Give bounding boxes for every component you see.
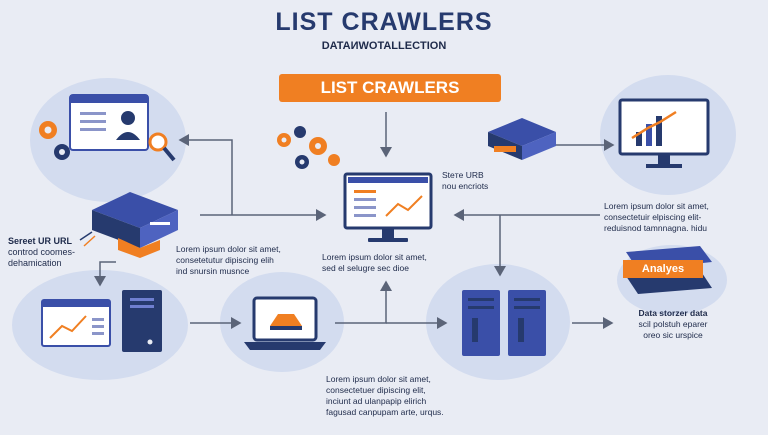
monitor-chart-icon — [343, 172, 433, 242]
right-caption-line: consectetuir elpiscing elit- — [604, 212, 702, 222]
tower-icon — [122, 290, 162, 352]
server-caption-line: Lorem ipsum dolor sit amet, — [176, 244, 281, 254]
bottom-caption: Lorem ipsum dolor sit amet, consectetuer… — [326, 374, 444, 418]
router-icon — [488, 118, 556, 160]
center-caption: Lorem ipsum dolor sit amet, sed el selug… — [322, 252, 427, 274]
right-caption-line: Lorem ipsum dolor sit amet, — [604, 201, 709, 211]
storage-caption-line: scil polstuh eparer — [638, 319, 708, 329]
storage-caption: Data storzer data scil polstuh eparer or… — [628, 308, 718, 341]
left-caption: Sereet UR URL controd coomes- dehamicati… — [8, 236, 75, 269]
left-caption-line: Sereet UR URL — [8, 236, 73, 246]
bottom-caption-line: Lorem ipsum dolor sit amet, — [326, 374, 431, 384]
right-caption: Lorem ipsum dolor sit amet, consectetuir… — [604, 201, 709, 234]
storage-caption-line: Data storzer data — [638, 308, 708, 318]
site-label: Steтe URВ nou encriots — [442, 170, 488, 192]
connector-lines — [94, 112, 615, 329]
magnifier-icon — [148, 132, 176, 162]
bottom-caption-line: fagusad canpupam arte, urqus. — [326, 407, 444, 417]
chart-monitor-icon — [618, 98, 710, 168]
right-caption-line: reduisnod tamnnagna. hidu — [604, 223, 708, 233]
page-title: LIST CRAWLERS — [275, 8, 493, 36]
server-caption-line: ind snursin musnce — [176, 266, 250, 276]
list-crawlers-banner: LIST CRAWLERS — [279, 74, 501, 102]
left-caption-line: controd coomes- — [8, 247, 76, 257]
laptop-chart-icon — [41, 299, 111, 347]
server-icon — [79, 192, 178, 258]
laptop-icon — [244, 296, 326, 350]
center-caption-line: sed el selugre sec dioe — [322, 263, 409, 273]
left-caption-line: dehamication — [8, 258, 62, 268]
server-rack-icon — [462, 290, 546, 356]
bottom-caption-line: consectetuer dipiscing elit, — [326, 385, 426, 395]
analyses-badge: Analyes — [623, 260, 703, 278]
bottom-caption-line: inciunt ad ulanpapip elirich — [326, 396, 427, 406]
storage-caption-line: oreo sic urspice — [643, 330, 703, 340]
site-label-line: nou encriots — [442, 181, 489, 191]
gears-icon — [277, 126, 340, 169]
page-subtitle: DATAИWOTALLECTION — [321, 40, 447, 52]
gear-icon — [39, 121, 70, 160]
site-label-line: Steтe URВ — [442, 170, 484, 180]
profile-window-icon — [69, 94, 149, 151]
server-caption-line: consetetutur dipiscing elih — [176, 255, 274, 265]
center-caption-line: Lorem ipsum dolor sit amet, — [322, 252, 427, 262]
server-caption: Lorem ipsum dolor sit amet, consetetutur… — [176, 244, 281, 277]
